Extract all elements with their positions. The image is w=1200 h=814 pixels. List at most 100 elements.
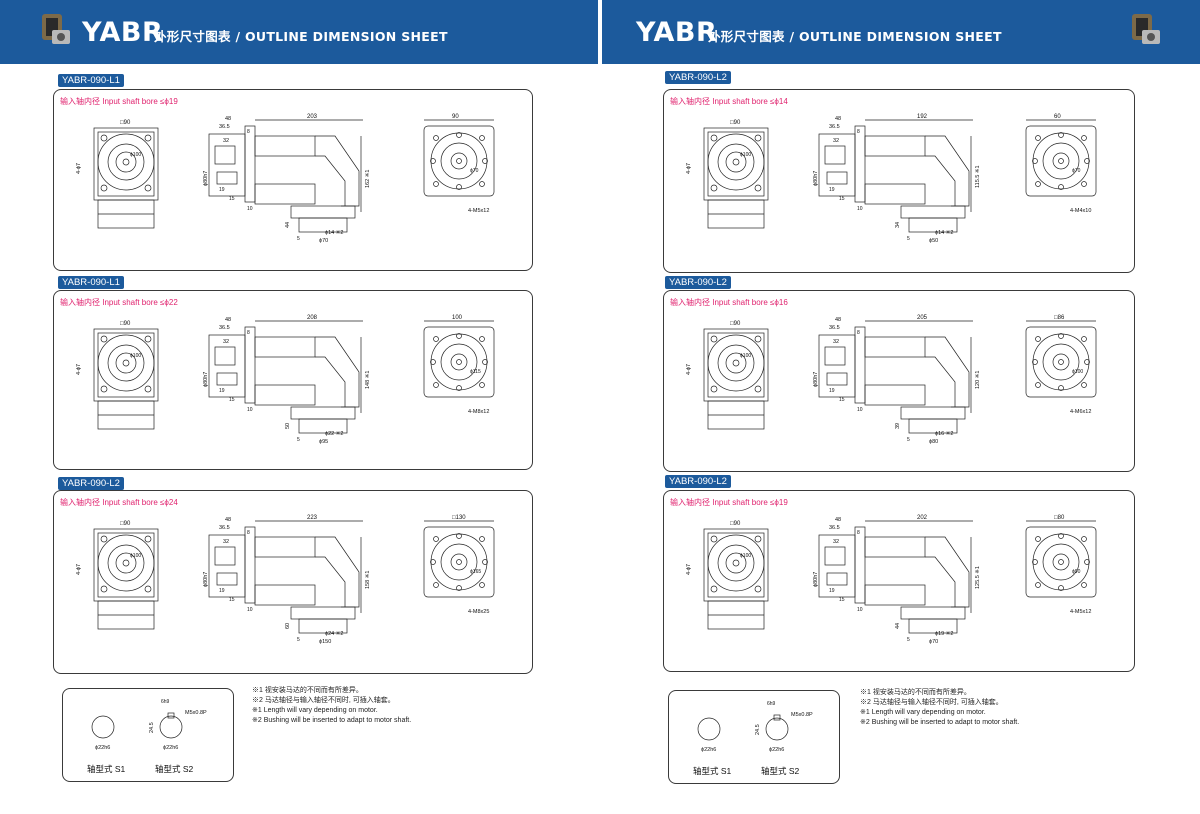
dim-8: 8 (247, 330, 250, 336)
height-dim: 158 ※1 (364, 571, 371, 589)
dim-19: 19 (829, 187, 835, 193)
output-pcd-dim: ϕ115 (470, 369, 481, 375)
dim-10: 10 (247, 407, 253, 413)
dim-8: 8 (247, 129, 250, 135)
output-flange-dim: ϕ50 (929, 238, 938, 244)
input-shaft-bore-label: 输入轴内径 Input shaft bore ≤ϕ22 (60, 298, 178, 307)
dim-19: 19 (829, 388, 835, 394)
header-left: YABR 外形尺寸图表 / OUTLINE DIMENSION SHEET (0, 0, 598, 64)
dim-36-5: 36.5 (829, 325, 840, 331)
brand-title: YABR (82, 17, 164, 48)
length-dim: 205 (917, 315, 928, 321)
output-shaft-dim: ϕ19 ※2 (935, 630, 953, 637)
base-dim: 50 (285, 423, 291, 429)
dim-48: 48 (835, 317, 841, 323)
output-shaft-dim: ϕ16 ※2 (935, 430, 953, 437)
base-dim: 44 (285, 222, 291, 228)
dim-32: 32 (223, 339, 229, 345)
dim-32: 32 (223, 539, 229, 545)
dim-10: 10 (857, 607, 863, 613)
height-dim: 120 ※1 (974, 371, 981, 389)
output-holes-dim: 4-M5x12 (1070, 609, 1091, 615)
shaft-type-s2-label: 轴型式 S2 (155, 764, 194, 774)
model-tag: YABR-090-L2 (665, 71, 731, 84)
dim-36-5: 36.5 (219, 325, 230, 331)
input-shaft-bore-label: 输入轴内径 Input shaft bore ≤ϕ19 (60, 97, 178, 106)
mount-holes-dim: 4-ϕ7 (686, 163, 692, 174)
dim-10: 10 (857, 407, 863, 413)
pcd-dim: ϕ100 (130, 553, 141, 559)
model-tag: YABR-090-L2 (58, 477, 124, 490)
footnote-line: ※1 Length will vary depending on motor. (252, 707, 378, 714)
height-dim: 162 ※1 (364, 170, 371, 188)
brand-title: YABR (636, 17, 718, 48)
pcd-dim: ϕ100 (740, 353, 751, 359)
pilot-dim: ϕ80h7 (203, 171, 209, 186)
footnote-line: ※1 视安装马达的不同而有所差异。 (860, 689, 971, 696)
base-dim: 34 (895, 222, 901, 228)
dim-48: 48 (835, 517, 841, 523)
dim-8: 8 (857, 330, 860, 336)
dim-19: 19 (829, 588, 835, 594)
dim-32: 32 (833, 539, 839, 545)
shaft-dia-s1: ϕ22h6 (95, 745, 110, 751)
shaft-type-s2-label: 轴型式 S2 (761, 766, 800, 776)
dim-32: 32 (223, 138, 229, 144)
output-pcd-dim: ϕ165 (470, 569, 481, 575)
dim-19: 19 (219, 187, 225, 193)
output-flange-dim: ϕ70 (929, 639, 938, 645)
shaft-type-s1-label: 轴型式 S1 (87, 764, 126, 774)
base-offset-dim: 5 (907, 236, 910, 242)
flange-square-dim: □90 (120, 521, 131, 527)
flange-square-dim: □90 (120, 120, 131, 126)
footnote-line: ※2 马达轴径与输入轴径不同时, 可插入轴套。 (860, 699, 1003, 706)
input-shaft-bore-label: 输入轴内径 Input shaft bore ≤ϕ14 (670, 97, 788, 106)
flange-square-dim: □90 (120, 321, 131, 327)
shaft-dia-s1: ϕ22h6 (701, 747, 716, 753)
mount-holes-dim: 4-ϕ7 (686, 564, 692, 575)
output-flange-dim: ϕ95 (319, 439, 328, 445)
dim-10: 10 (247, 206, 253, 212)
pilot-dim: ϕ80h7 (813, 572, 819, 587)
output-holes-dim: 4-M5x12 (468, 208, 489, 214)
thread-dim: M5x0.8P (185, 710, 207, 716)
pilot-dim: ϕ80h7 (813, 372, 819, 387)
length-dim: 203 (307, 114, 318, 120)
footnote-line: ※1 Length will vary depending on motor. (860, 709, 986, 716)
key-dim: 6h9 (161, 699, 170, 705)
input-shaft-bore-label: 输入轴内径 Input shaft bore ≤ϕ19 (670, 498, 788, 507)
dim-24-5: 24.5 (149, 722, 155, 733)
output-holes-dim: 4-M8x12 (468, 409, 489, 415)
model-tag: YABR-090-L2 (665, 475, 731, 488)
pilot-dim: ϕ80h7 (203, 372, 209, 387)
output-side-dim: 60 (1054, 114, 1061, 120)
dim-8: 8 (857, 530, 860, 536)
output-shaft-dim: ϕ24 ※2 (325, 630, 343, 637)
output-pcd-dim: ϕ100 (1072, 369, 1083, 375)
length-dim: 208 (307, 315, 318, 321)
flange-square-dim: □90 (730, 120, 741, 126)
dim-8: 8 (247, 530, 250, 536)
output-pcd-dim: ϕ70 (470, 168, 479, 174)
dim-36-5: 36.5 (219, 525, 230, 531)
pcd-dim: ϕ100 (130, 353, 141, 359)
base-offset-dim: 5 (297, 637, 300, 643)
mount-holes-dim: 4-ϕ7 (76, 364, 82, 375)
dim-48: 48 (225, 116, 231, 122)
dim-15: 15 (229, 397, 235, 403)
thread-dim: M5x0.8P (791, 712, 813, 718)
dim-48: 48 (835, 116, 841, 122)
pcd-dim: ϕ100 (740, 553, 751, 559)
output-holes-dim: 4-M4x10 (1070, 208, 1091, 214)
flange-square-dim: □90 (730, 321, 741, 327)
